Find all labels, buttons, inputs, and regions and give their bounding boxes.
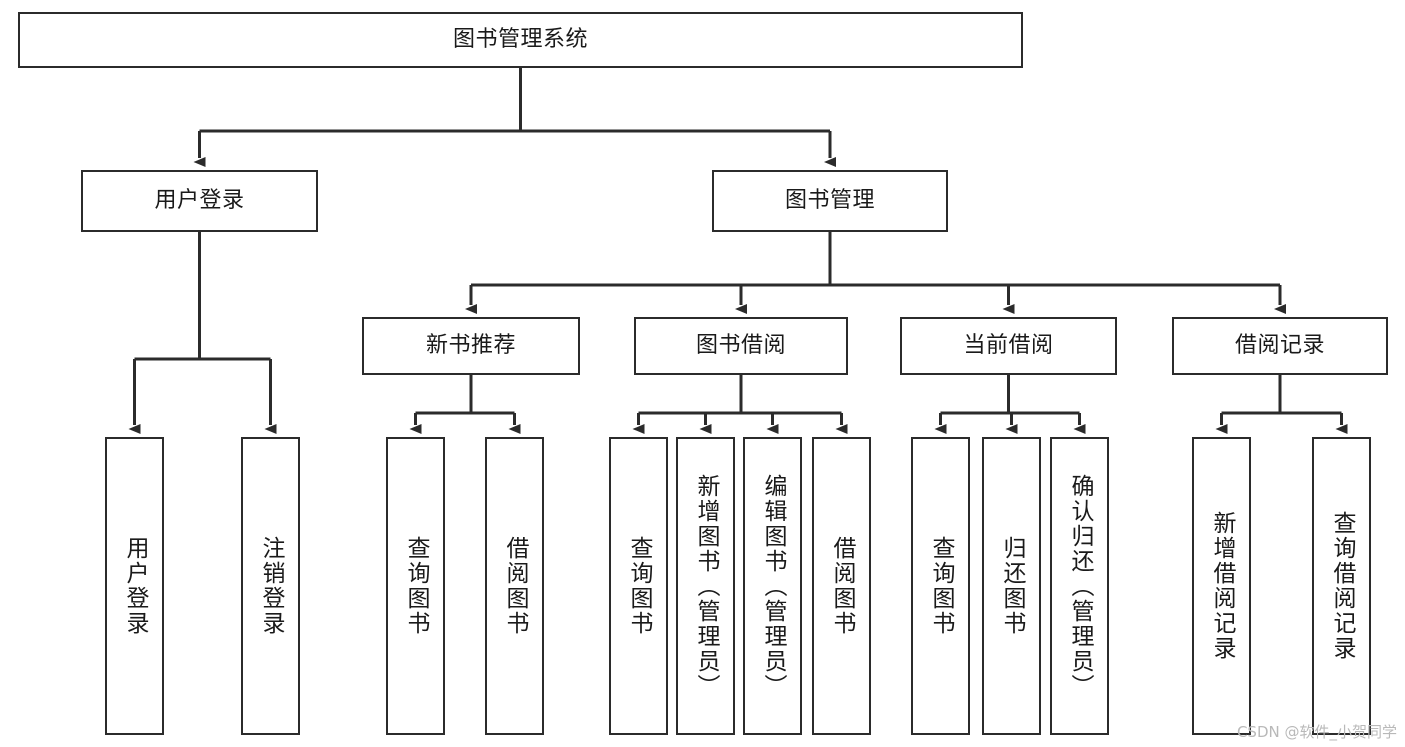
node-leaf-9[interactable]: 查询图书 [911,437,970,735]
node-leaf-5[interactable]: 查询图书 [609,437,668,735]
node-leaf-1[interactable]: 用户登录 [105,437,164,735]
node-label: 当前借阅 [963,333,1054,359]
node-label: 新增图书（管理员） [693,473,719,699]
node-label: 确认归还（管理员） [1067,473,1093,699]
node-leaf-2[interactable]: 注销登录 [241,437,300,735]
node-label: 归还图书 [999,536,1025,636]
node-leaf-13[interactable]: 查询借阅记录 [1312,437,1371,735]
node-label: 借阅图书 [829,536,855,636]
node-l2-login[interactable]: 用户登录 [81,170,318,232]
node-leaf-8[interactable]: 借阅图书 [812,437,871,735]
node-label: 新增借阅记录 [1209,511,1235,661]
node-l3-current[interactable]: 当前借阅 [900,317,1117,375]
node-leaf-11[interactable]: 确认归还（管理员） [1050,437,1109,735]
node-leaf-3[interactable]: 查询图书 [386,437,445,735]
node-leaf-7[interactable]: 编辑图书（管理员） [743,437,802,735]
node-l3-record[interactable]: 借阅记录 [1172,317,1388,375]
node-label: 借阅图书 [502,536,528,636]
node-leaf-4[interactable]: 借阅图书 [485,437,544,735]
node-label: 新书推荐 [425,333,516,359]
node-leaf-6[interactable]: 新增图书（管理员） [676,437,735,735]
node-leaf-10[interactable]: 归还图书 [982,437,1041,735]
csdn-watermark: CSDN @软件_小贺同学 [1236,723,1397,741]
node-label: 查询图书 [928,536,954,636]
node-label: 查询借阅记录 [1329,511,1355,661]
node-l2-book[interactable]: 图书管理 [712,170,948,232]
node-label: 借阅记录 [1234,333,1325,359]
node-label: 图书管理系统 [452,27,588,53]
node-label: 注销登录 [258,536,284,636]
node-label: 用户登录 [154,188,245,214]
node-label: 图书管理 [784,188,875,214]
node-leaf-12[interactable]: 新增借阅记录 [1192,437,1251,735]
node-l3-borrow[interactable]: 图书借阅 [634,317,848,375]
node-label: 查询图书 [403,536,429,636]
node-label: 查询图书 [626,536,652,636]
node-label: 编辑图书（管理员） [760,473,786,699]
node-label: 图书借阅 [695,333,786,359]
node-l3-newbook[interactable]: 新书推荐 [362,317,580,375]
node-label: 用户登录 [122,536,148,636]
node-root[interactable]: 图书管理系统 [18,12,1023,68]
